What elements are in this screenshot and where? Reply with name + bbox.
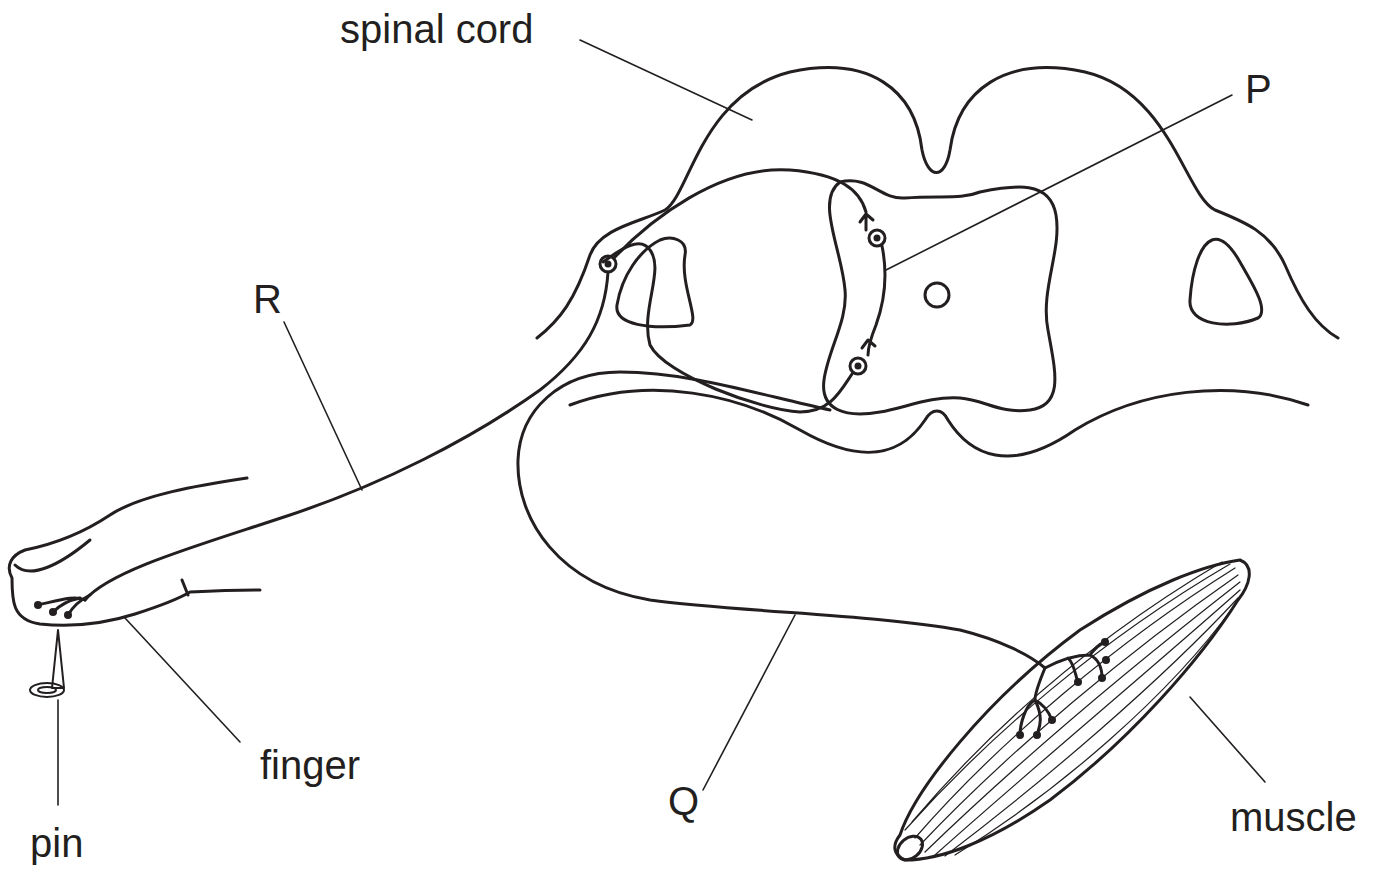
part-label: finger — [260, 742, 360, 788]
cell-body — [600, 256, 616, 272]
part-label: P — [1245, 66, 1272, 112]
sensory-endings — [38, 595, 90, 615]
part-label: muscle — [1230, 794, 1357, 840]
grey-matter — [824, 181, 1057, 414]
pin-head — [38, 687, 56, 693]
sensory-neurone — [85, 272, 608, 600]
cell-nucleus — [606, 262, 610, 266]
spinal-cord-outline — [537, 68, 1338, 338]
central-canal — [925, 283, 949, 307]
part-label: Q — [668, 778, 699, 824]
cell-nucleus — [856, 364, 860, 368]
finger-outline — [9, 478, 260, 625]
end-plate-dots — [1016, 638, 1110, 739]
part-label: pin — [30, 820, 83, 866]
part-label: R — [253, 276, 282, 322]
sensory-neurone — [614, 170, 866, 258]
muscle — [895, 560, 1249, 860]
cell-body — [850, 358, 866, 374]
synapse — [860, 214, 873, 230]
part-label: spinal cord — [340, 6, 533, 52]
white-matter-space — [1190, 239, 1262, 324]
fingernail — [15, 540, 90, 571]
pin-head — [30, 683, 64, 697]
relay-neurone — [868, 246, 885, 355]
receptor-dots — [34, 601, 72, 619]
muscle-fibres — [905, 562, 1240, 856]
motor-neurone — [518, 372, 1045, 668]
cell-nucleus — [875, 236, 879, 240]
finger-crease — [182, 580, 188, 595]
pin — [52, 630, 64, 688]
leader-lines — [58, 40, 1265, 805]
synapse — [862, 340, 875, 348]
cell-body — [869, 230, 885, 246]
tendon-end — [893, 831, 927, 864]
motor-end-plates — [1020, 642, 1105, 735]
